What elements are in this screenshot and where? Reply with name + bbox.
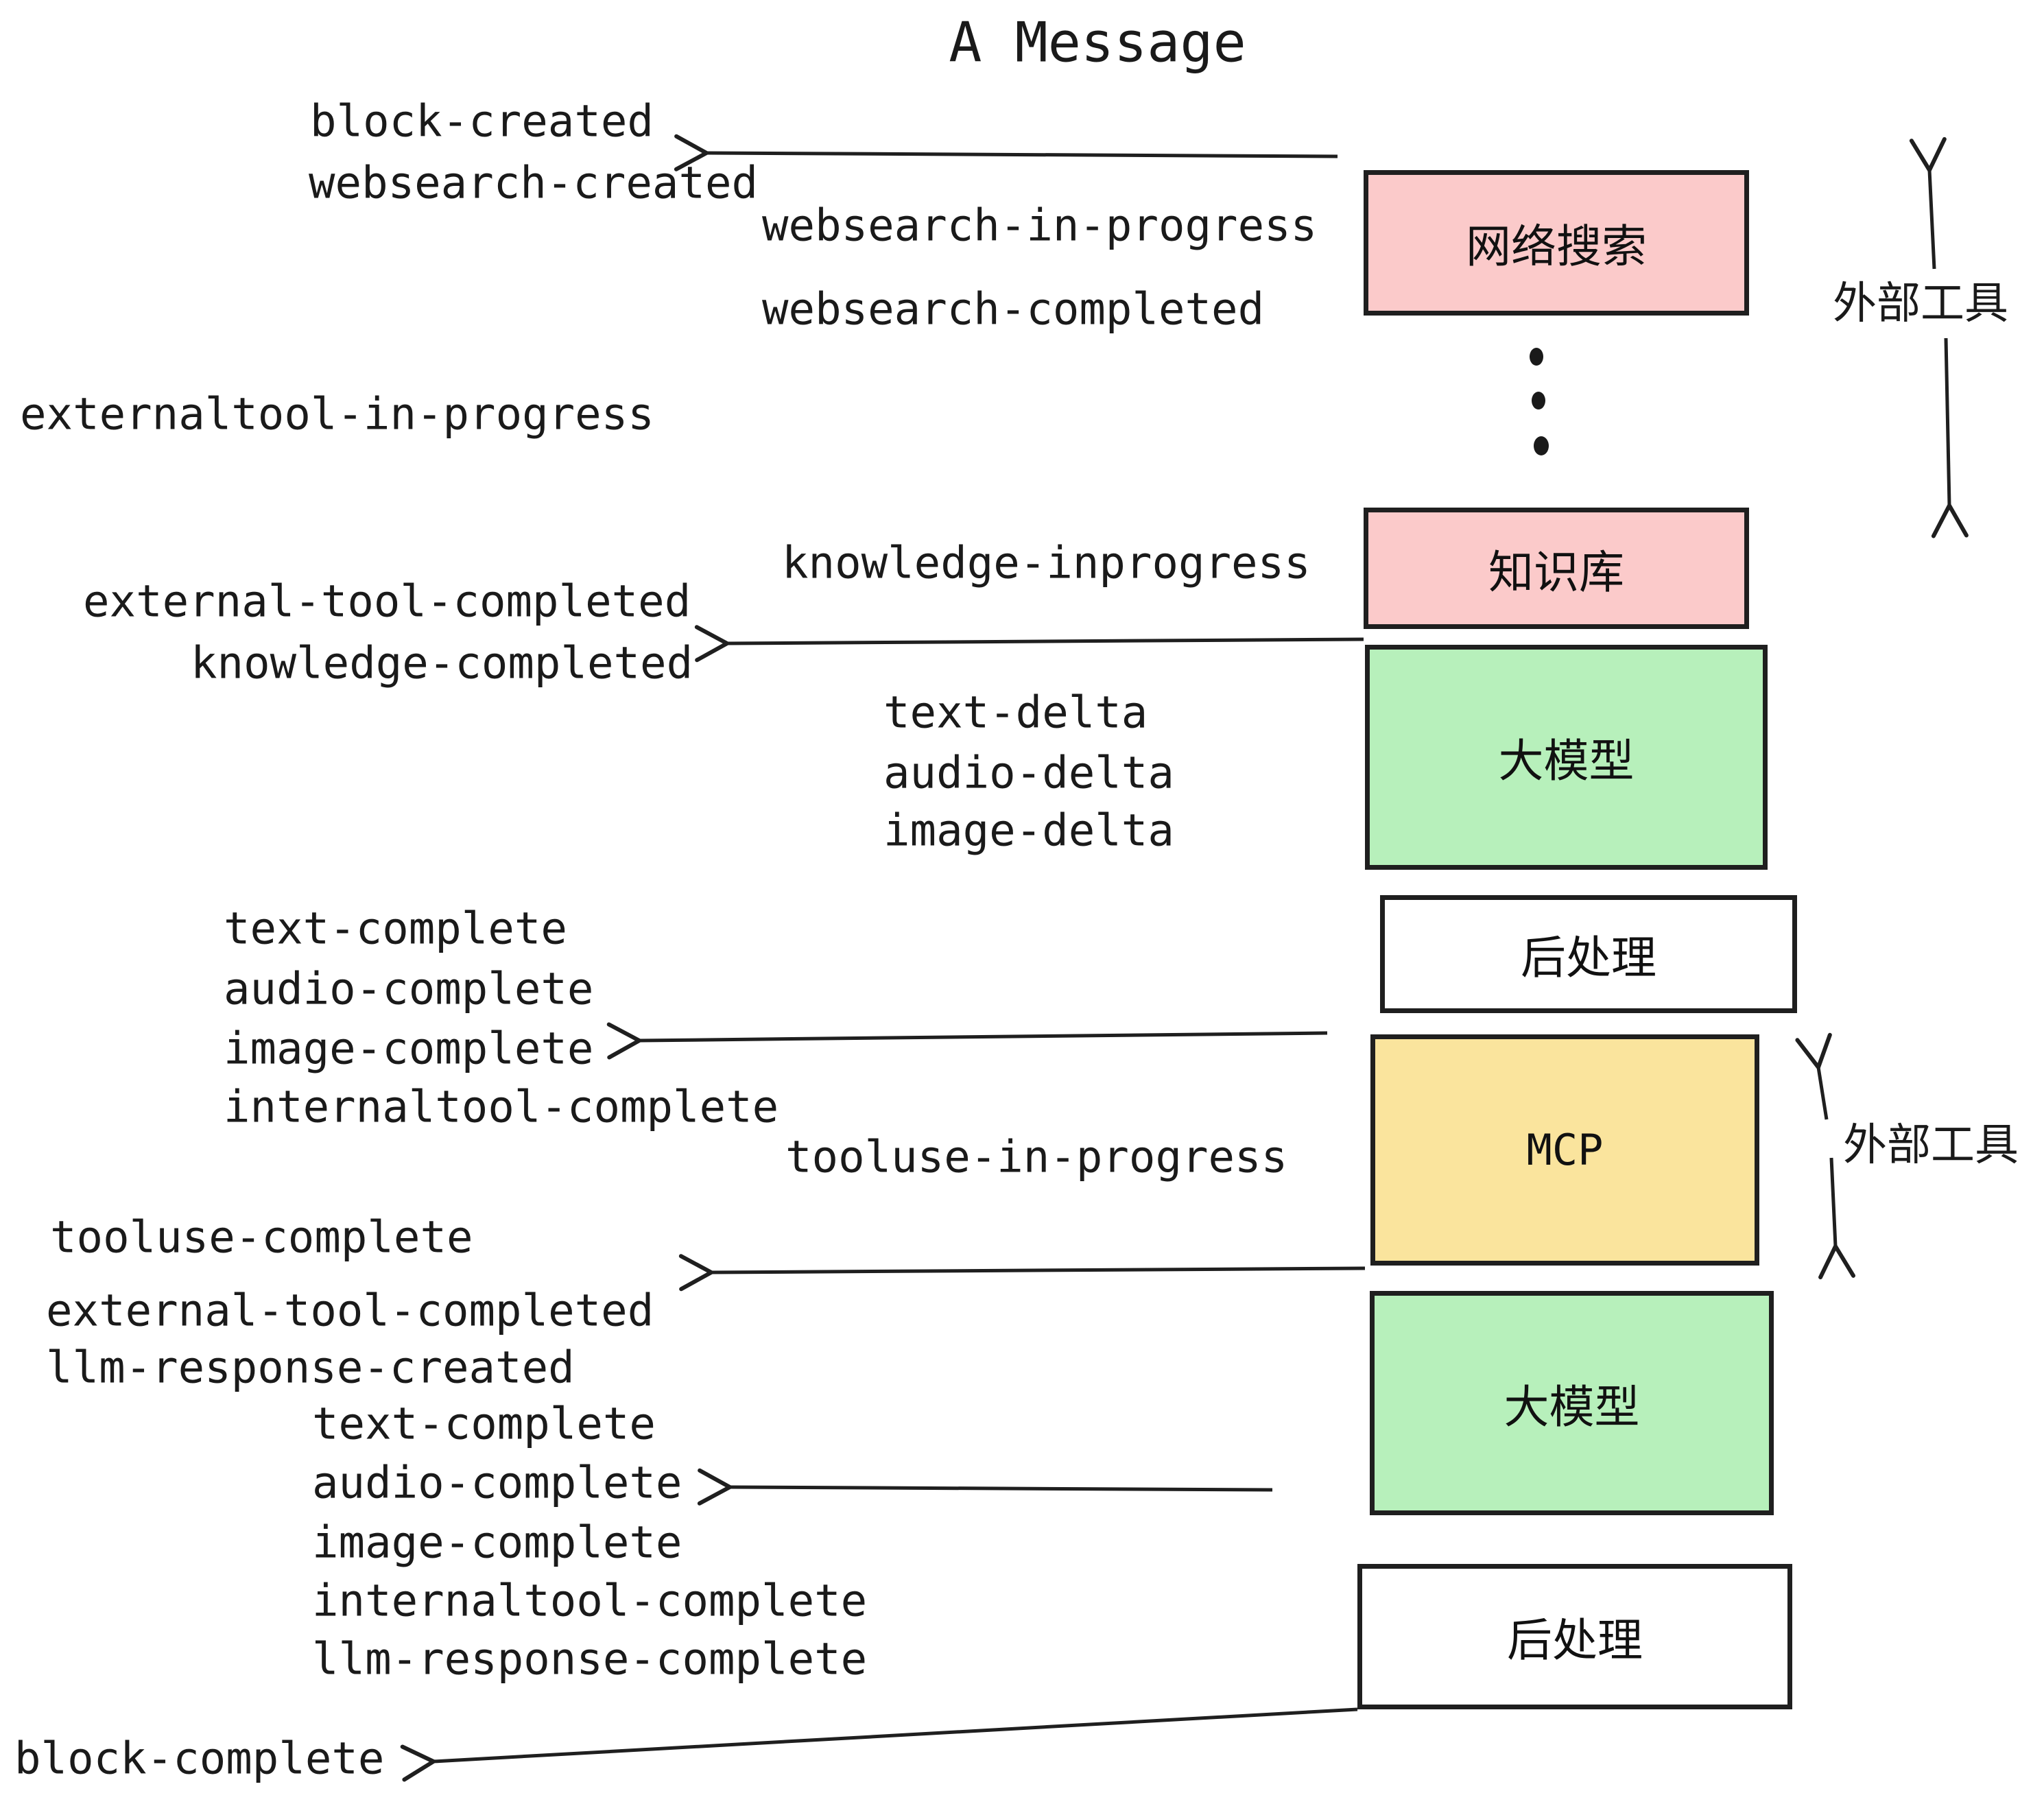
page-title: A Message (949, 10, 1246, 75)
ev-knowledge-inprogress: knowledge-inprogress (782, 538, 1311, 589)
box-knowledge: 知识库 (1364, 508, 1749, 629)
ev-text-complete-1: text-complete (224, 903, 567, 955)
ellipsis-dots-icon (1530, 348, 1549, 455)
box-mcp: MCP (1370, 1034, 1759, 1266)
arrow-to-audio-complete (697, 1468, 1273, 1506)
ev-llm-response-created: llm-response-created (46, 1342, 575, 1394)
ev-externaltool-in-progress: externaltool-in-progress (20, 389, 654, 440)
ev-audio-delta-1: audio-delta (883, 748, 1174, 799)
box-websearch: 网络搜索 (1364, 170, 1749, 316)
ev-text-delta-1: text-delta (883, 687, 1148, 739)
external-tools-label-2: 外部工具 (1843, 1120, 2019, 1170)
box-llm-2: 大模型 (1370, 1291, 1774, 1515)
arrow-to-knowledge-completed (694, 625, 1364, 663)
external-tools-down-arrow-2 (1818, 1157, 1856, 1280)
ev-internaltool-complete-1: internaltool-complete (224, 1082, 779, 1133)
ev-text-complete-2: text-complete (312, 1399, 656, 1450)
ev-tooluse-complete: tooluse-complete (50, 1212, 473, 1263)
box-llm-1: 大模型 (1365, 645, 1768, 870)
external-tools-down-arrow-1 (1931, 337, 1969, 538)
external-tools-up-arrow-2 (1795, 1032, 1832, 1120)
ev-websearch-in-progress: websearch-in-progress (762, 200, 1318, 252)
ev-knowledge-completed: knowledge-completed (191, 638, 693, 689)
ev-websearch-completed: websearch-completed (762, 284, 1265, 335)
ev-external-tool-completed-1: external-tool-completed (83, 576, 691, 628)
external-tools-up-arrow-1 (1909, 137, 1947, 270)
ev-tooluse-in-progress: tooluse-in-progress (785, 1132, 1288, 1183)
ev-image-complete-2: image-complete (312, 1517, 682, 1569)
ev-image-delta-1: image-delta (883, 805, 1174, 857)
external-tools-label-1: 外部工具 (1833, 278, 2008, 328)
ev-websearch-created: websearch-created (309, 158, 759, 209)
box-postprocess-2: 后处理 (1357, 1564, 1792, 1709)
ev-block-complete: block-complete (14, 1733, 385, 1785)
ev-image-complete-1: image-complete (224, 1023, 594, 1075)
box-postprocess-1: 后处理 (1380, 895, 1797, 1013)
arrow-to-image-complete (606, 1022, 1328, 1060)
arrow-to-block-created (674, 134, 1338, 171)
arrow-to-block-complete (400, 1707, 1358, 1782)
ev-llm-response-complete: llm-response-complete (312, 1634, 868, 1685)
ev-external-tool-completed-2: external-tool-completed (46, 1285, 654, 1337)
ev-block-created: block-created (310, 96, 654, 147)
ev-audio-complete-2: audio-complete (312, 1458, 682, 1509)
ev-audio-complete-1: audio-complete (224, 964, 594, 1015)
arrow-to-tooluse-complete (678, 1254, 1366, 1292)
ev-internaltool-complete-2: internaltool-complete (312, 1576, 868, 1627)
